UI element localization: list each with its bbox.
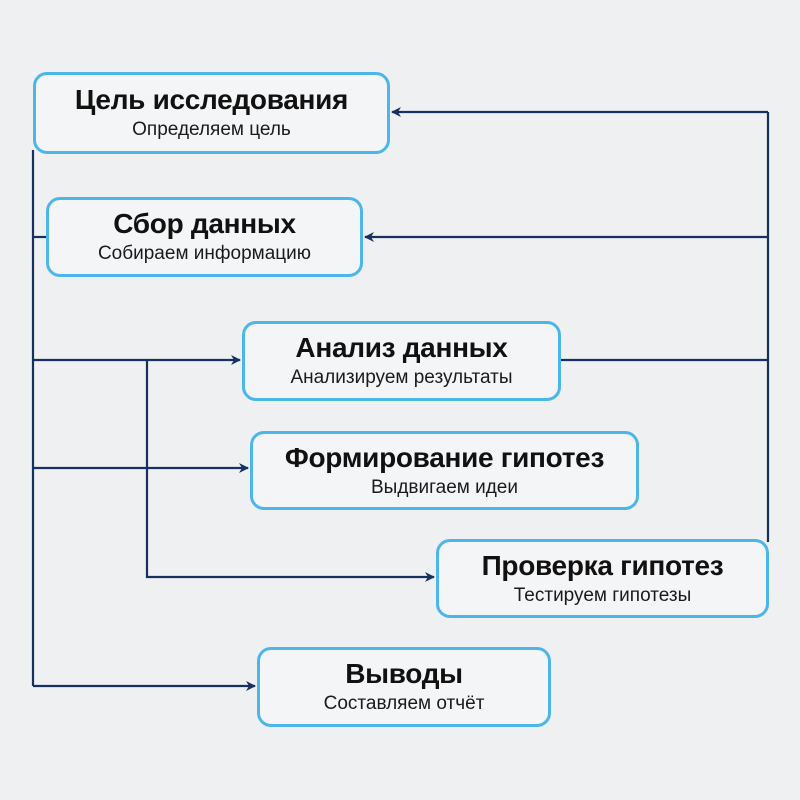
- node-title: Цель исследования: [74, 84, 349, 115]
- node-hypothesis-testing: Проверка гипотез Тестируем гипотезы: [436, 539, 769, 618]
- node-subtitle: Определяем цель: [132, 119, 291, 140]
- node-title: Проверка гипотез: [481, 549, 724, 581]
- node-title: Анализ данных: [295, 332, 508, 363]
- node-subtitle: Тестируем гипотезы: [513, 584, 692, 606]
- node-subtitle: Составляем отчёт: [323, 693, 485, 714]
- node-conclusions: Выводы Составляем отчёт: [257, 647, 551, 727]
- node-title: Выводы: [345, 658, 463, 689]
- node-subtitle: Собираем информацию: [97, 243, 312, 264]
- node-research-goal: Цель исследования Определяем цель: [33, 72, 390, 154]
- node-title: Сбор данных: [113, 208, 296, 239]
- node-data-analysis: Анализ данных Анализируем результаты: [242, 321, 561, 401]
- node-data-collection: Сбор данных Собираем информацию: [46, 197, 363, 277]
- node-subtitle: Выдвигаем идеи: [371, 476, 518, 498]
- node-hypothesis-formation: Формирование гипотез Выдвигаем идеи: [250, 431, 639, 510]
- node-subtitle: Анализируем результаты: [290, 367, 513, 388]
- inner-trunk-arrow-to-testing: [145, 360, 435, 582]
- node-title: Формирование гипотез: [284, 441, 605, 473]
